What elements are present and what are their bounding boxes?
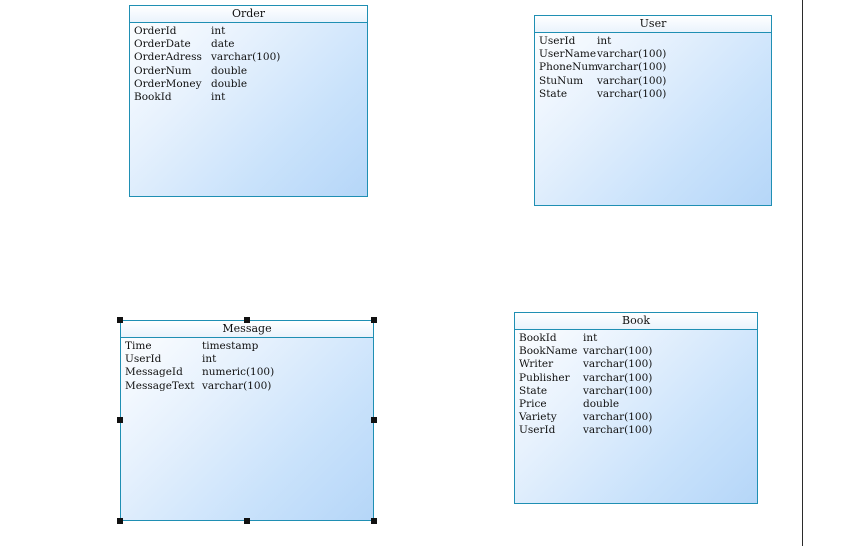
attribute-name: OrderMoney (134, 77, 202, 90)
attribute-row: OrderId int (134, 25, 363, 38)
attribute-row: UserId int (125, 353, 369, 366)
attribute-name: BookId (519, 332, 557, 344)
attribute-name: StuNum (539, 74, 584, 87)
attribute-row: Publisher varchar(100) (519, 372, 753, 385)
attribute-row: OrderDate date (134, 38, 363, 51)
attribute-row: Variety varchar(100) (519, 411, 753, 424)
attribute-name: UserName (539, 48, 597, 61)
entity-title: Order (130, 6, 367, 23)
attribute-type: varchar(100) (597, 87, 667, 100)
attribute-name: OrderDate (134, 38, 191, 51)
attribute-type: varchar(100) (597, 61, 667, 74)
attribute-type: int (583, 332, 598, 344)
attribute-row: OrderNum double (134, 65, 363, 78)
attribute-type: varchar(100) (583, 371, 653, 384)
attribute-name: UserId (519, 424, 556, 437)
attribute-type: double (583, 397, 620, 410)
entity-title: Book (515, 313, 757, 330)
resize-handle-top-left[interactable] (117, 317, 123, 323)
attribute-row: OrderAdress varchar(100) (134, 51, 363, 64)
attribute-type: double (211, 77, 248, 90)
resize-handle-bottom-right[interactable] (371, 518, 377, 524)
attribute-name: BookId (134, 90, 172, 103)
attribute-name: Variety (519, 411, 557, 424)
attribute-type: varchar(100) (583, 411, 653, 424)
attribute-type: varchar(100) (597, 48, 667, 61)
attribute-row: MessageId numeric(100) (125, 366, 369, 379)
attribute-type: numeric(100) (202, 366, 275, 379)
attribute-name: State (519, 384, 548, 397)
attribute-name: State (539, 87, 568, 100)
resize-handle-bottom-left[interactable] (117, 518, 123, 524)
attribute-type: varchar(100) (202, 379, 272, 392)
attribute-type: int (211, 90, 226, 103)
attribute-type: varchar(100) (583, 358, 653, 371)
attribute-row: BookName varchar(100) (519, 345, 753, 358)
attribute-name: Time (125, 340, 152, 352)
attribute-type: int (597, 35, 612, 47)
attribute-type: double (211, 64, 248, 77)
attribute-row: UserId int (539, 35, 767, 48)
attribute-type: varchar(100) (583, 345, 653, 358)
attribute-type: int (202, 353, 217, 366)
attribute-row: OrderMoney double (134, 78, 363, 91)
attribute-row: Time timestamp (125, 340, 369, 353)
attribute-row: State varchar(100) (539, 88, 767, 101)
attribute-type: varchar(100) (583, 424, 653, 437)
resize-handle-middle-left[interactable] (117, 417, 123, 423)
attribute-name: MessageId (125, 366, 183, 379)
attribute-name: OrderAdress (134, 51, 202, 64)
attribute-row: BookId int (519, 332, 753, 345)
attribute-row: StuNum varchar(100) (539, 75, 767, 88)
attribute-name: PhoneNum (539, 61, 599, 74)
resize-handle-top-right[interactable] (371, 317, 377, 323)
attribute-type: int (211, 25, 226, 37)
attribute-name: MessageText (125, 379, 195, 392)
entity-title: User (535, 16, 771, 33)
attribute-name: UserId (539, 35, 576, 47)
page-boundary-line (802, 0, 803, 546)
attribute-row: Price double (519, 398, 753, 411)
resize-handle-middle-right[interactable] (371, 417, 377, 423)
attribute-row: UserId varchar(100) (519, 424, 753, 437)
attribute-row: BookId int (134, 91, 363, 104)
entity-title: Message (121, 321, 373, 338)
attribute-type: varchar(100) (597, 74, 667, 87)
attribute-name: BookName (519, 345, 578, 358)
attribute-name: OrderNum (134, 64, 192, 77)
attribute-name: Price (519, 397, 547, 410)
attribute-type: date (211, 38, 235, 51)
attribute-name: UserId (125, 353, 162, 366)
attribute-type: varchar(100) (583, 384, 653, 397)
attribute-name: Publisher (519, 371, 570, 384)
attribute-row: State varchar(100) (519, 385, 753, 398)
resize-handle-top-center[interactable] (244, 317, 250, 323)
attribute-row: Writer varchar(100) (519, 358, 753, 371)
attribute-row: MessageText varchar(100) (125, 380, 369, 393)
attribute-type: timestamp (202, 340, 259, 352)
attribute-name: Writer (519, 358, 554, 371)
resize-handle-bottom-center[interactable] (244, 518, 250, 524)
attribute-type: varchar(100) (211, 51, 281, 64)
attribute-name: OrderId (134, 25, 177, 37)
